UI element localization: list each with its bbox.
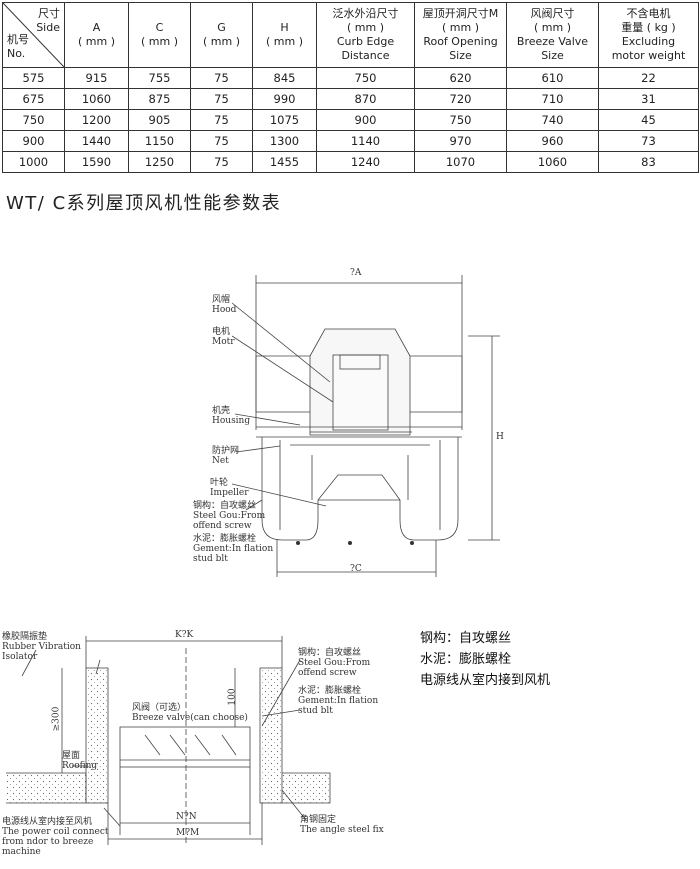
- dim-a: ?A: [350, 268, 362, 278]
- dim-h: H: [496, 432, 504, 442]
- install-notes: 钢构：自攻螺丝 水泥：膨胀螺栓 电源线从室内接到风机: [420, 628, 550, 691]
- dim-300: ≥300: [51, 706, 62, 732]
- cell-h: 1300: [252, 130, 317, 152]
- cell-c: 755: [128, 67, 191, 89]
- cell-c: 875: [128, 88, 191, 110]
- note-power: 电源线从室内接到风机: [420, 673, 551, 688]
- dim-c: ?C: [350, 564, 362, 574]
- cell-roof: 750: [414, 109, 507, 131]
- cell-roof: 620: [414, 67, 507, 89]
- cell-a: 1590: [64, 151, 129, 173]
- cell-curb: 1240: [316, 151, 415, 173]
- label-valve: 风阀（可选）Breeze valve(can choose): [132, 703, 248, 723]
- page-title: WT/ C系列屋顶风机性能参数表: [6, 193, 282, 214]
- note-cement: 水泥：膨胀螺栓: [420, 652, 512, 667]
- dim-m: M?M: [176, 828, 200, 838]
- cell-roof: 1070: [414, 151, 507, 173]
- cell-weight: 83: [598, 151, 699, 173]
- note-steel: 钢构：自攻螺丝: [420, 631, 512, 646]
- cell-c: 1250: [128, 151, 191, 173]
- dim-n: N?N: [176, 812, 197, 822]
- cell-no: 675: [2, 88, 65, 110]
- cell-h: 990: [252, 88, 317, 110]
- header-h: H( mm ): [252, 2, 317, 68]
- cell-no: 750: [2, 109, 65, 131]
- cell-g: 75: [190, 151, 253, 173]
- dim-k: K?K: [175, 630, 194, 640]
- cell-valve: 710: [506, 88, 599, 110]
- cell-a: 1060: [64, 88, 129, 110]
- header-g: G( mm ): [190, 2, 253, 68]
- cell-curb: 750: [316, 67, 415, 89]
- cell-h: 1075: [252, 109, 317, 131]
- cell-c: 1150: [128, 130, 191, 152]
- header-c: C( mm ): [128, 2, 191, 68]
- cell-a: 1440: [64, 130, 129, 152]
- cell-valve: 1060: [506, 151, 599, 173]
